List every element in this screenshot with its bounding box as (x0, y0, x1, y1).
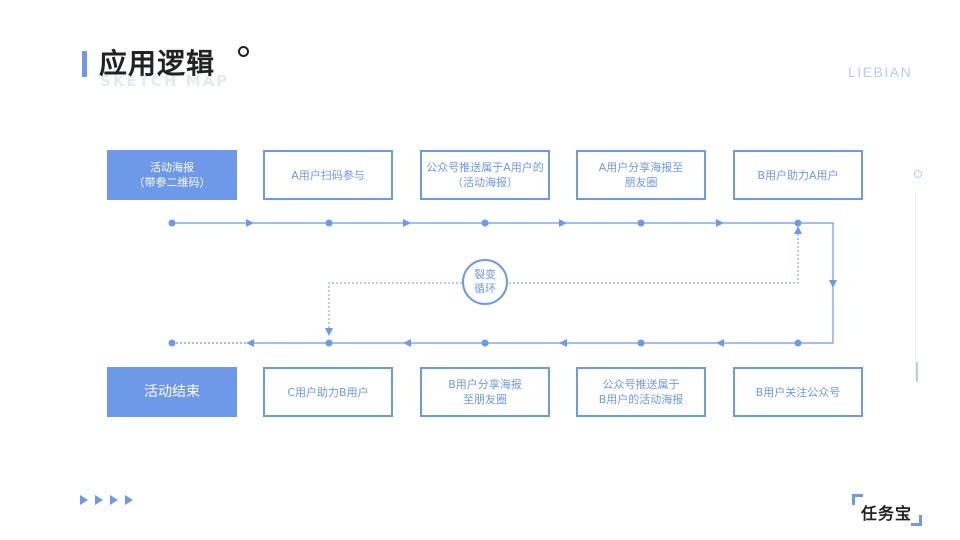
decorative-chevrons (80, 493, 133, 507)
step-push-b-poster: 公众号推送属于 B用户的活动海报 (576, 367, 706, 417)
step-label: 公众号推送属于 B用户的活动海报 (598, 378, 684, 406)
bottom-arrow-4 (716, 339, 724, 347)
step-b-follow-account: B用户关注公众号 (733, 367, 863, 417)
chevron-right-icon (110, 495, 118, 505)
top-arrow-4 (716, 219, 724, 227)
top-arrow-3 (559, 219, 567, 227)
fission-loop-badge: 裂变 循环 (462, 259, 508, 305)
step-label: B用户助力A用户 (757, 168, 839, 182)
bottom-node-4 (637, 339, 645, 347)
loop-dashed-left (328, 282, 462, 330)
step-label: 公众号推送属于A用户的 （活动海报） (426, 161, 544, 189)
top-arrow-1 (246, 219, 254, 227)
bottom-node-2 (325, 339, 333, 347)
step-a-share-moments: A用户分享海报至 朋友圈 (576, 150, 706, 200)
step-activity-end: 活动结束 (107, 367, 237, 417)
bottom-node-1 (168, 339, 176, 347)
step-label: 活动海报 （带参二维码） (133, 161, 211, 189)
bottom-node-3 (481, 339, 489, 347)
top-node-2 (325, 219, 333, 227)
top-node-4 (637, 219, 645, 227)
chevron-right-icon (80, 495, 88, 505)
step-c-help-b: C用户助力B用户 (263, 367, 393, 417)
side-rail (915, 190, 916, 380)
side-rail-tick (916, 362, 918, 382)
step-label: B用户关注公众号 (755, 385, 841, 399)
logo: 任务宝 (852, 494, 922, 526)
step-label: C用户助力B用户 (287, 385, 369, 399)
step-label: A用户扫码参与 (291, 168, 365, 182)
title-degree-mark (238, 46, 249, 57)
right-connector (798, 222, 834, 344)
chevron-right-icon (95, 495, 103, 505)
step-label: A用户分享海报至 朋友圈 (598, 161, 684, 189)
step-b-help-a: B用户助力A用户 (733, 150, 863, 200)
title-accent-bar (82, 51, 87, 77)
right-connector-arrow (829, 280, 837, 288)
step-label: B用户分享海报 至朋友圈 (448, 378, 522, 406)
side-rail-dot (914, 170, 922, 178)
logo-text: 任务宝 (861, 504, 913, 523)
bottom-arrow-1 (246, 339, 254, 347)
step-label: 活动结束 (144, 383, 200, 400)
loop-dashed-right (508, 230, 799, 284)
logo-bracket-icon (911, 515, 922, 526)
logo-bracket-icon (852, 494, 863, 505)
loop-arrow-up (794, 226, 802, 234)
page-title: 应用逻辑 (99, 47, 216, 80)
bottom-arrow-2 (403, 339, 411, 347)
title-watermark: SKETCH MAP (100, 72, 230, 90)
top-node-3 (481, 219, 489, 227)
step-activity-poster: 活动海报 （带参二维码） (107, 150, 237, 200)
loop-label: 裂变 循环 (474, 268, 496, 295)
chevron-right-icon (125, 495, 133, 505)
bottom-arrow-3 (559, 339, 567, 347)
step-user-a-scan: A用户扫码参与 (263, 150, 393, 200)
top-node-5 (794, 219, 802, 227)
brand-label: LIEBIAN (848, 64, 913, 80)
step-push-a-poster: 公众号推送属于A用户的 （活动海报） (420, 150, 550, 200)
bottom-node-5 (794, 339, 802, 347)
step-b-share-moments: B用户分享海报 至朋友圈 (420, 367, 550, 417)
top-node-1 (168, 219, 176, 227)
top-arrow-2 (403, 219, 411, 227)
loop-arrow-down (325, 328, 333, 336)
